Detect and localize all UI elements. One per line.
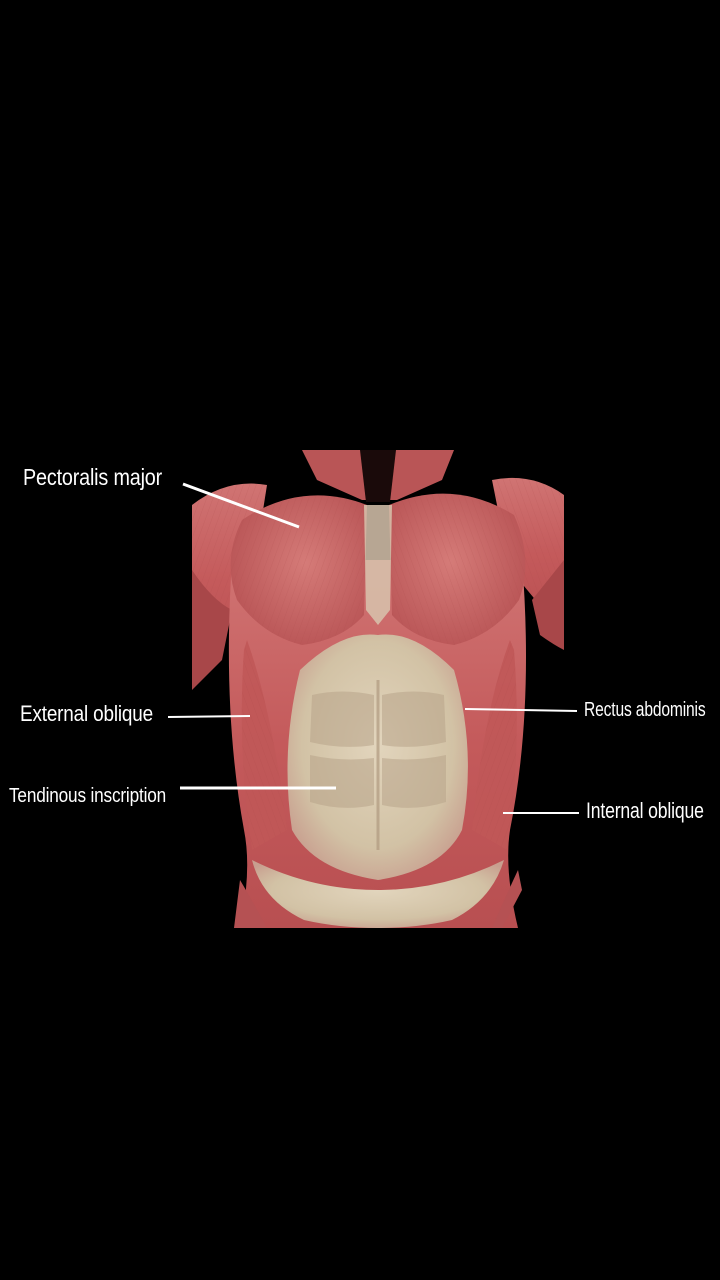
label-external-oblique: External oblique xyxy=(20,701,153,726)
label-pectoralis-major: Pectoralis major xyxy=(23,464,163,490)
label-rectus-abdominis: Rectus abdominis xyxy=(584,699,706,721)
label-internal-oblique: Internal oblique xyxy=(586,798,704,823)
label-tendinous-inscription: Tendinous inscription xyxy=(9,785,167,807)
torso-muscle-image xyxy=(192,450,564,928)
